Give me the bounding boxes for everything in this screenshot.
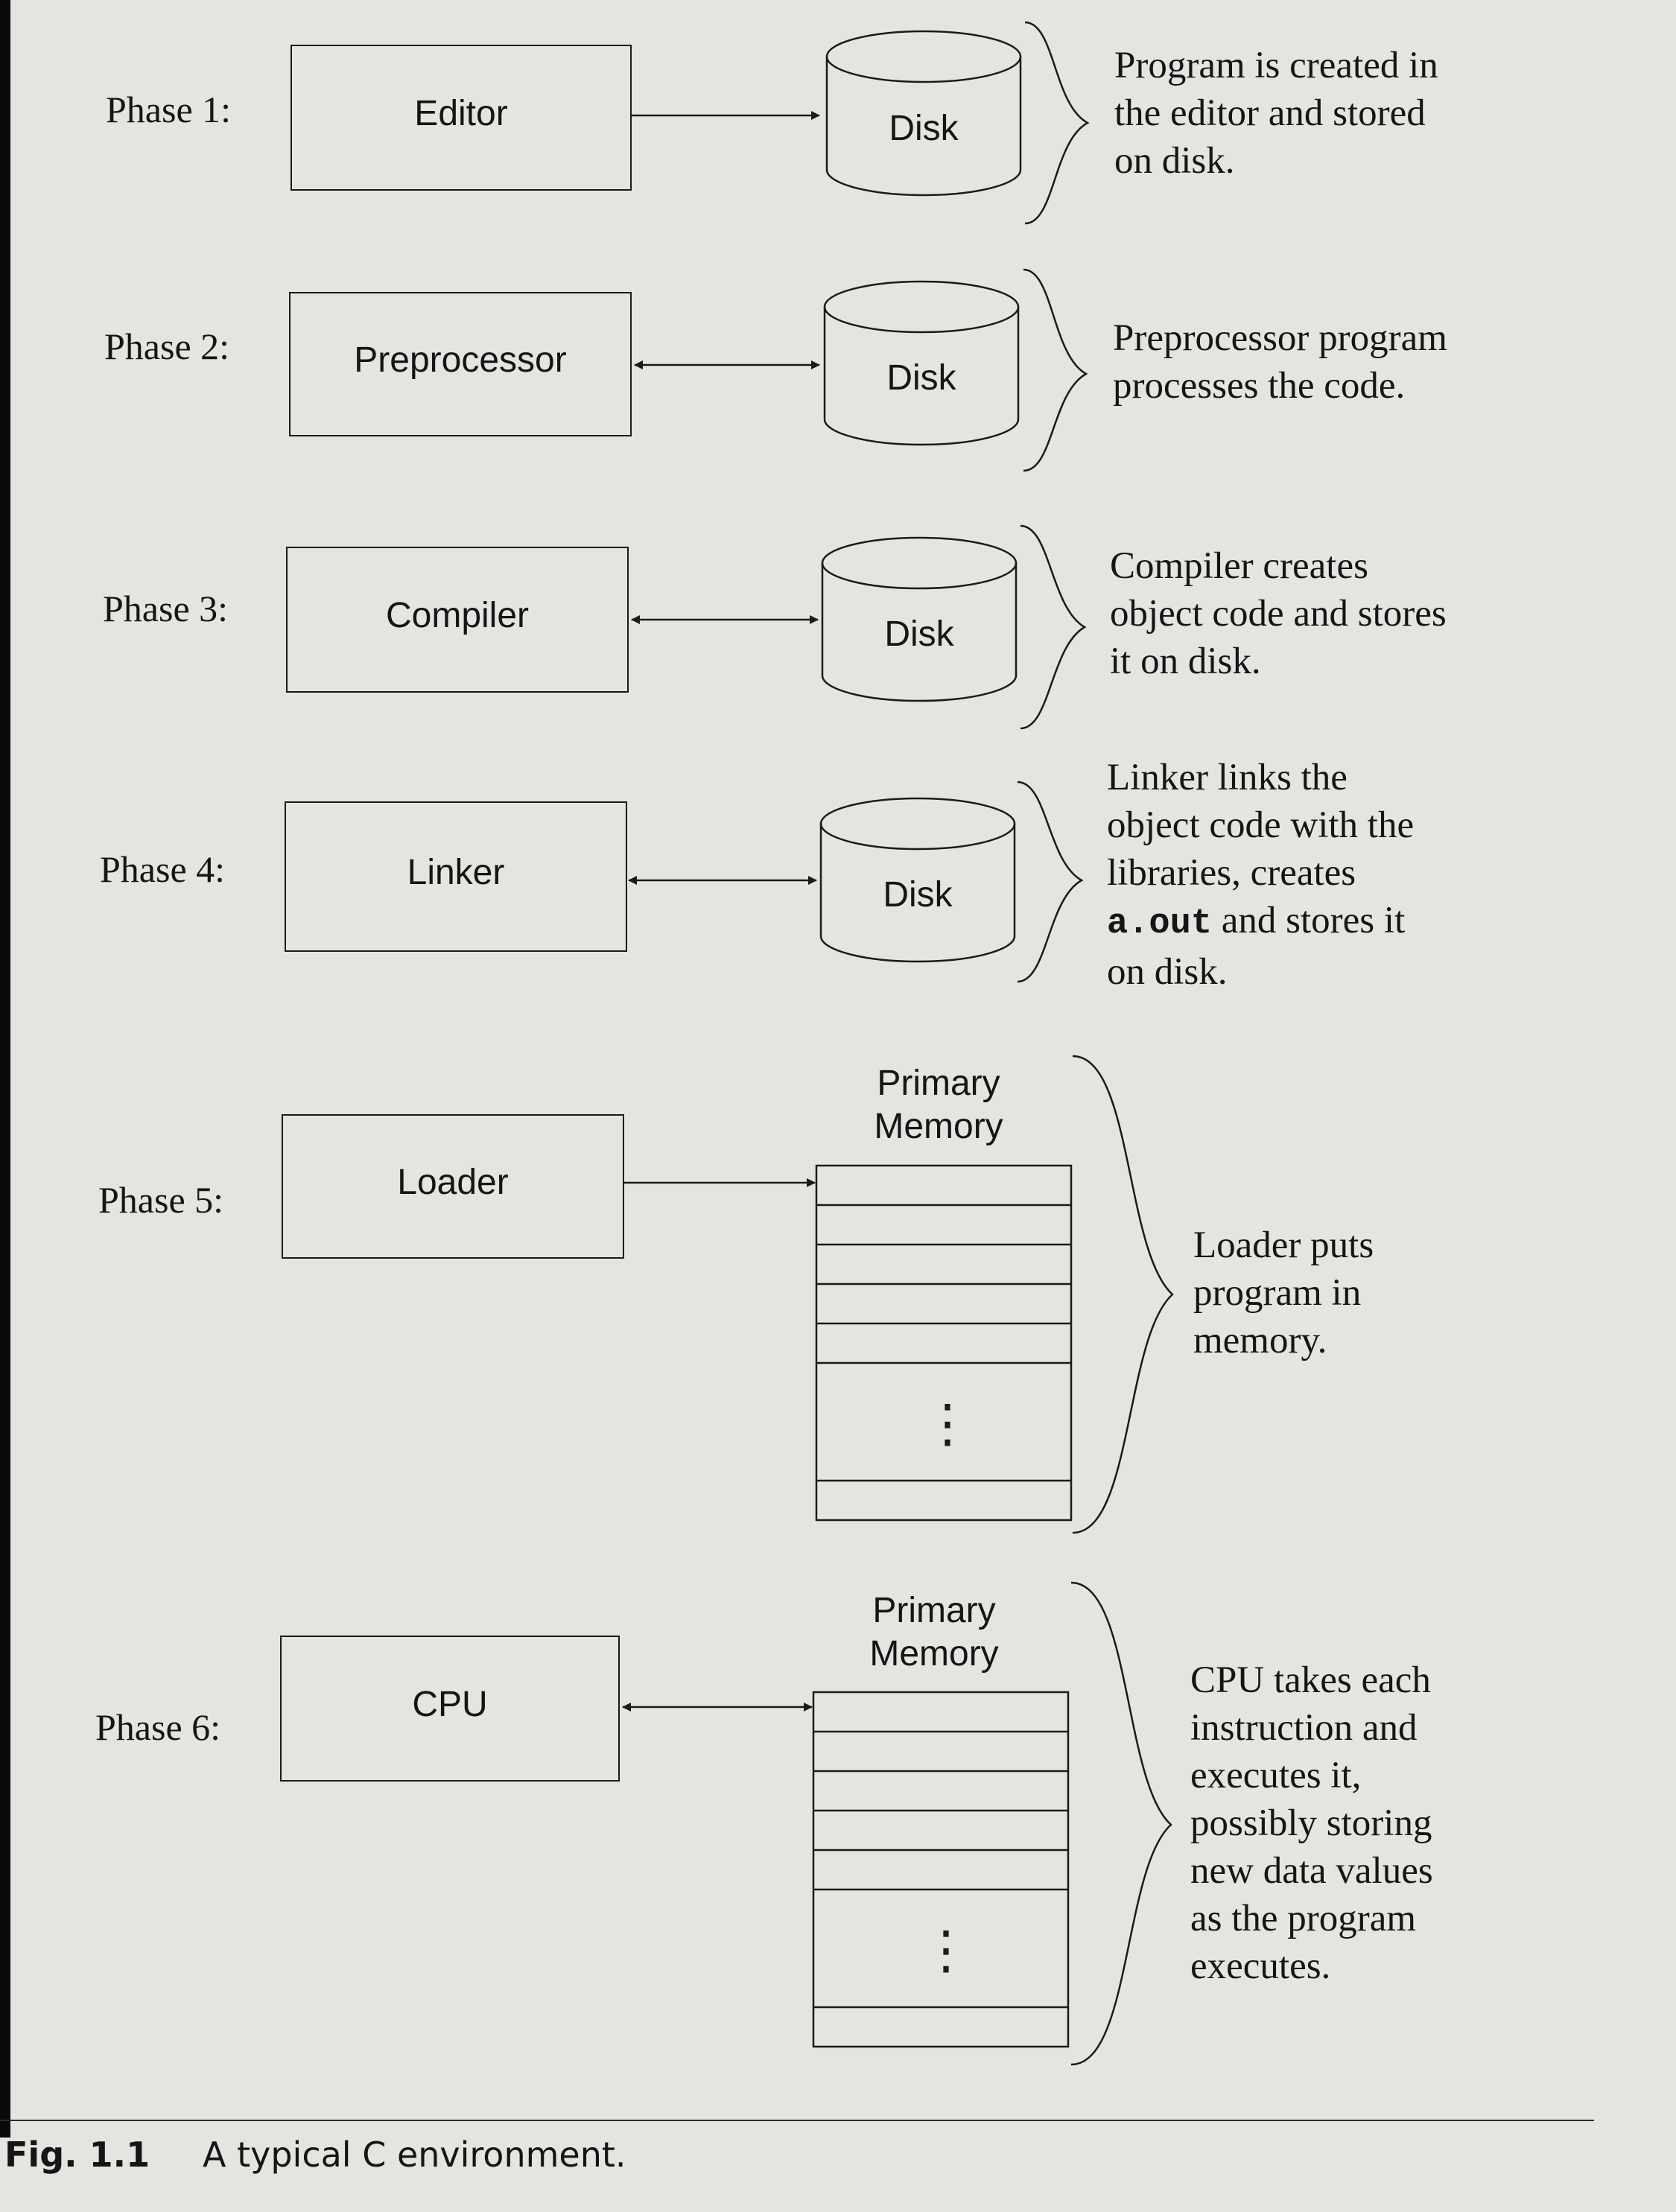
- desc-line: new data values: [1190, 1850, 1433, 1892]
- figure-number: Fig. 1.1: [4, 2135, 150, 2175]
- disk-label-phase-1: Disk: [889, 109, 959, 148]
- brace-phase-3: [1020, 524, 1087, 730]
- desc-line: Compiler creates: [1110, 545, 1368, 587]
- linker-label: Linker: [407, 852, 505, 892]
- preprocessor-box: Preprocessor: [289, 292, 632, 436]
- disk-cylinder-phase-3: [821, 536, 1018, 702]
- memory-ellipsis-phase-5: ⋮: [921, 1393, 974, 1454]
- phase-5-description: Loader puts program in memory.: [1193, 1221, 1374, 1364]
- memory-block-phase-6: [812, 1691, 1070, 2048]
- desc-line: Program is created in: [1114, 45, 1438, 86]
- brace-phase-4: [1017, 781, 1084, 983]
- desc-line: Loader puts: [1193, 1224, 1374, 1266]
- scan-edge-bar: [0, 0, 10, 2138]
- primary-memory-label-phase-6: Primary Memory: [815, 1589, 1053, 1676]
- desc-line-with-code: a.out and stores it: [1107, 897, 1414, 948]
- phase-2-description: Preprocessor program processes the code.: [1113, 314, 1447, 410]
- desc-code-suffix: and stores it: [1212, 900, 1406, 941]
- desc-line: possibly storing: [1190, 1802, 1432, 1844]
- mem-label-line: Primary: [872, 1591, 996, 1630]
- phase-4-label: Phase 4:: [100, 848, 226, 890]
- mem-label-line: Memory: [869, 1634, 999, 1674]
- desc-line: on disk.: [1107, 951, 1228, 993]
- cpu-box: CPU: [280, 1636, 620, 1782]
- a-out-code: a.out: [1107, 904, 1213, 944]
- desc-line: CPU takes each: [1190, 1659, 1431, 1701]
- phase-1-label: Phase 1:: [106, 89, 232, 130]
- desc-line: libraries, creates: [1107, 852, 1356, 894]
- disk-label-phase-4: Disk: [883, 875, 953, 915]
- phase-2-label: Phase 2:: [104, 325, 230, 367]
- disk-cylinder-phase-1: [825, 30, 1022, 197]
- desc-line: object code with the: [1107, 804, 1415, 846]
- primary-memory-label-phase-5: Primary Memory: [819, 1062, 1058, 1148]
- loader-box: Loader: [282, 1114, 624, 1259]
- desc-line: on disk.: [1114, 140, 1235, 182]
- brace-phase-6: [1070, 1581, 1172, 2066]
- desc-line: Preprocessor program: [1113, 317, 1447, 359]
- editor-label: Editor: [414, 93, 508, 133]
- disk-cylinder-phase-4: [819, 797, 1016, 963]
- caption-rule: [0, 2120, 1594, 2121]
- preprocessor-label: Preprocessor: [354, 340, 567, 380]
- editor-box: Editor: [291, 45, 632, 191]
- loader-label: Loader: [397, 1162, 509, 1202]
- desc-line: executes it,: [1190, 1755, 1362, 1796]
- desc-line: it on disk.: [1110, 641, 1261, 682]
- brace-phase-5: [1072, 1055, 1174, 1534]
- compiler-box: Compiler: [286, 547, 629, 693]
- figure-caption: A typical C environment.: [203, 2135, 626, 2175]
- phase-6-description: CPU takes each instruction and executes …: [1190, 1656, 1433, 1990]
- memory-ellipsis-phase-6: ⋮: [920, 1919, 972, 1980]
- brace-phase-1: [1024, 21, 1090, 225]
- linker-box: Linker: [285, 801, 627, 952]
- desc-line: memory.: [1193, 1320, 1327, 1361]
- disk-cylinder-phase-2: [823, 280, 1020, 446]
- mem-label-line: Memory: [874, 1107, 1003, 1146]
- phase-1-description: Program is created in the editor and sto…: [1114, 42, 1438, 185]
- compiler-label: Compiler: [385, 595, 530, 635]
- memory-block-phase-5: [815, 1164, 1073, 1522]
- desc-line: executes.: [1190, 1945, 1331, 1987]
- desc-line: Linker links the: [1107, 757, 1348, 798]
- disk-label-phase-3: Disk: [884, 614, 954, 654]
- desc-line: instruction and: [1190, 1707, 1418, 1749]
- phase-5-label: Phase 5:: [98, 1179, 224, 1221]
- desc-line: as the program: [1190, 1898, 1417, 1939]
- desc-line: processes the code.: [1113, 365, 1406, 407]
- desc-line: object code and stores: [1110, 593, 1447, 635]
- disk-label-phase-2: Disk: [886, 358, 956, 398]
- cpu-label: CPU: [412, 1684, 488, 1724]
- phase-3-label: Phase 3:: [103, 588, 229, 629]
- mem-label-line: Primary: [877, 1064, 1000, 1103]
- phase-4-description: Linker links the object code with the li…: [1107, 754, 1414, 996]
- phase-3-description: Compiler creates object code and stores …: [1110, 542, 1447, 685]
- phase-6-label: Phase 6:: [95, 1706, 221, 1748]
- desc-line: the editor and stored: [1114, 92, 1426, 134]
- desc-line: program in: [1193, 1272, 1362, 1314]
- brace-phase-2: [1023, 268, 1088, 472]
